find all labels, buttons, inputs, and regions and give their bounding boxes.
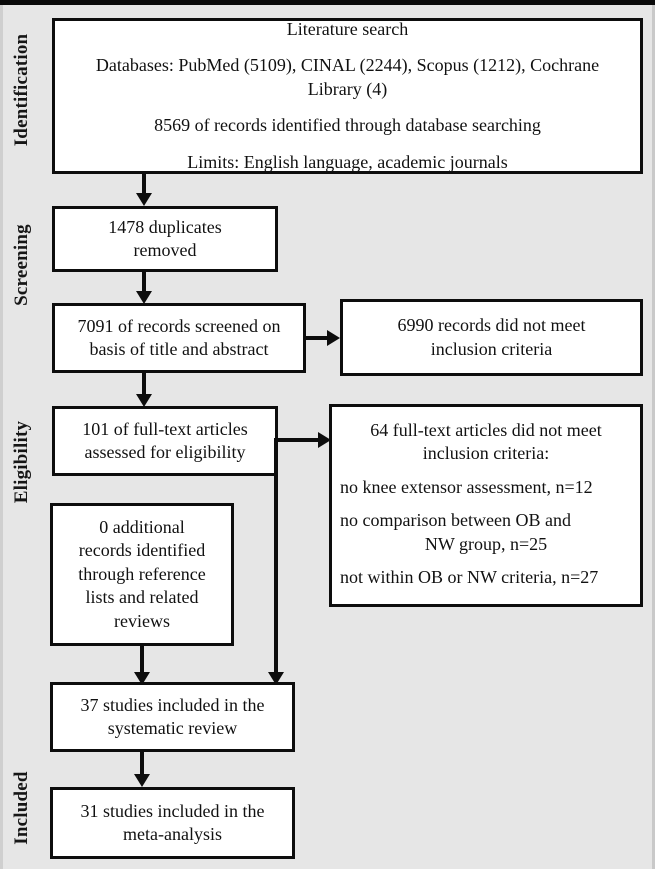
identification-line-5: Limits: English language, academic journ… [187, 151, 508, 172]
meta-analysis-line-2: meta-analysis [123, 824, 222, 844]
identification-line-2: Databases: PubMed (5109), CINAL (2244), … [95, 55, 600, 76]
arrowhead-identification-to-duplicates [136, 193, 152, 206]
box-systematic-review: 37 studies included in the systematic re… [50, 682, 295, 752]
connector-fulltext-to-excluded [277, 438, 327, 442]
fulltext-excluded-head-1: 64 full-text articles did not meet [370, 420, 602, 440]
exclusion-reason-1: no knee extensor assessment, n=12 [340, 476, 593, 497]
duplicates-line-1: 1478 duplicates [108, 216, 222, 237]
identification-line-3: Library (4) [307, 78, 388, 99]
screened-line-1: 7091 of records screened on [77, 315, 281, 336]
excluded-screening-line-2: inclusion criteria [430, 338, 553, 359]
fulltext-excluded-head-2: inclusion criteria: [422, 443, 550, 464]
connector-duplicates-to-screened [142, 272, 146, 294]
arrowhead-duplicates-to-screened [136, 291, 152, 304]
arrowhead-screened-to-excluded [327, 330, 340, 346]
additional-records-line-4: lists and related [85, 587, 199, 608]
systematic-review-line-2: systematic review [107, 718, 238, 738]
duplicates-line-2: removed [133, 240, 197, 260]
screened-line-2: basis of title and abstract [89, 339, 269, 359]
stage-label-eligibility: Eligibility [11, 420, 32, 504]
right-edge-border [652, 5, 655, 869]
arrowhead-systematic-to-meta [134, 774, 150, 787]
box-fulltext-assessed: 101 of full-text articles assessed for e… [52, 406, 278, 476]
connector-identification-to-duplicates [142, 174, 146, 196]
exclusion-reason-3: not within OB or NW criteria, n=27 [340, 566, 599, 587]
connector-additional-to-systematic-review [140, 646, 144, 672]
identification-line-4: 8569 of records identified through datab… [154, 115, 541, 136]
connector-fulltext-to-systematic-review [274, 438, 278, 675]
connector-screened-to-fulltext [142, 373, 146, 397]
box-fulltext-excluded: 64 full-text articles did not meet inclu… [329, 404, 643, 607]
excluded-screening-line-1: 6990 records did not meet [397, 315, 586, 336]
additional-records-line-5: reviews [114, 610, 170, 631]
arrowhead-fulltext-to-systematic-review [268, 672, 284, 685]
meta-analysis-line-1: 31 studies included in the [80, 800, 265, 821]
arrowhead-fulltext-to-excluded [318, 432, 331, 448]
stage-label-included: Included [11, 771, 32, 845]
arrowhead-screened-to-fulltext [136, 394, 152, 407]
identification-line-1: Literature search [286, 19, 409, 40]
box-excluded-screening: 6990 records did not meet inclusion crit… [340, 299, 643, 376]
arrowhead-additional-to-systematic-review [134, 672, 150, 685]
additional-records-line-2: records identified [78, 540, 206, 561]
left-edge-border [0, 5, 3, 869]
additional-records-line-3: through reference [78, 563, 206, 584]
top-rule-divider [0, 0, 655, 5]
systematic-review-line-1: 37 studies included in the [80, 694, 265, 715]
fulltext-assessed-line-2: assessed for eligibility [84, 442, 246, 462]
box-additional-records: 0 additional records identified through … [50, 503, 234, 646]
box-duplicates-removed: 1478 duplicates removed [52, 206, 278, 272]
connector-screened-to-excluded [306, 336, 328, 340]
fulltext-assessed-line-1: 101 of full-text articles [82, 418, 248, 439]
box-identification: Literature search Databases: PubMed (510… [52, 18, 643, 174]
box-meta-analysis: 31 studies included in the meta-analysis [50, 787, 295, 859]
additional-records-line-1: 0 additional [99, 517, 185, 538]
exclusion-reason-2: no comparison between OB and NW group, n… [340, 509, 632, 556]
connector-systematic-to-meta [140, 752, 144, 776]
exclusion-reason-2-line-2: NW group, n=25 [424, 533, 548, 554]
exclusion-reason-2-line-1: no comparison between OB and [340, 510, 571, 531]
box-records-screened: 7091 of records screened on basis of tit… [52, 303, 306, 373]
stage-label-identification: Identification [11, 33, 32, 147]
stage-label-screening: Screening [11, 224, 32, 306]
